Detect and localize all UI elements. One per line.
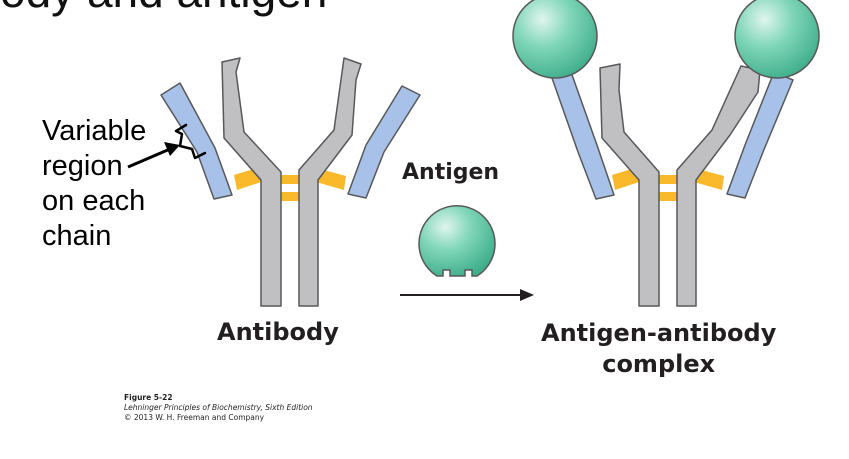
variable-region-label-line: Variable (42, 115, 147, 147)
disulfide-bond (657, 192, 679, 201)
bound-antigen-left (512, 0, 598, 79)
variable-region-bracket (174, 123, 207, 160)
figure-number: Figure 5-22 (124, 393, 173, 402)
complex-label: Antigen-antibody complex (541, 318, 776, 380)
variable-region-label-line: chain (42, 220, 112, 252)
disulfide-bond (316, 169, 346, 190)
slide-title-fragment: ody and antigen (0, 0, 327, 18)
antibody-label: Antibody (217, 318, 339, 346)
variable-region-label-line: on each (42, 185, 146, 217)
complex-label-line: complex (602, 350, 716, 378)
light-chain-right (347, 85, 421, 199)
heavy-chain-right (298, 57, 362, 307)
free-antigen (418, 205, 496, 277)
variable-region-label: Variable region on each chain (42, 114, 146, 254)
figure-caption: Figure 5-22 Lehninger Principles of Bioc… (124, 393, 313, 423)
light-chain-right (726, 71, 794, 199)
variable-region-arrowhead (164, 142, 180, 156)
light-chain-left (160, 82, 233, 200)
reaction-arrowhead (520, 289, 534, 301)
variable-region-arrow (127, 147, 171, 169)
heavy-chain-left (599, 63, 660, 307)
disulfide-bond (694, 169, 724, 190)
disulfide-bond (657, 175, 679, 184)
heavy-chain-right (676, 65, 761, 307)
disulfide-bond (279, 192, 301, 201)
antigen-label: Antigen (402, 160, 500, 185)
book-title: Lehninger Principles of Biochemistry, Si… (124, 403, 313, 412)
free-antibody (127, 57, 421, 307)
antigen-sphere (418, 205, 496, 277)
bound-antigen-right (734, 0, 820, 79)
reaction-arrow (400, 289, 534, 301)
disulfide-bond (279, 175, 301, 184)
variable-region-label-line: region (42, 150, 123, 182)
complex-label-line: Antigen-antibody (541, 319, 777, 347)
antigen-antibody-complex (512, 0, 820, 307)
heavy-chain-left (221, 57, 282, 307)
copyright: © 2013 W. H. Freeman and Company (124, 413, 265, 422)
